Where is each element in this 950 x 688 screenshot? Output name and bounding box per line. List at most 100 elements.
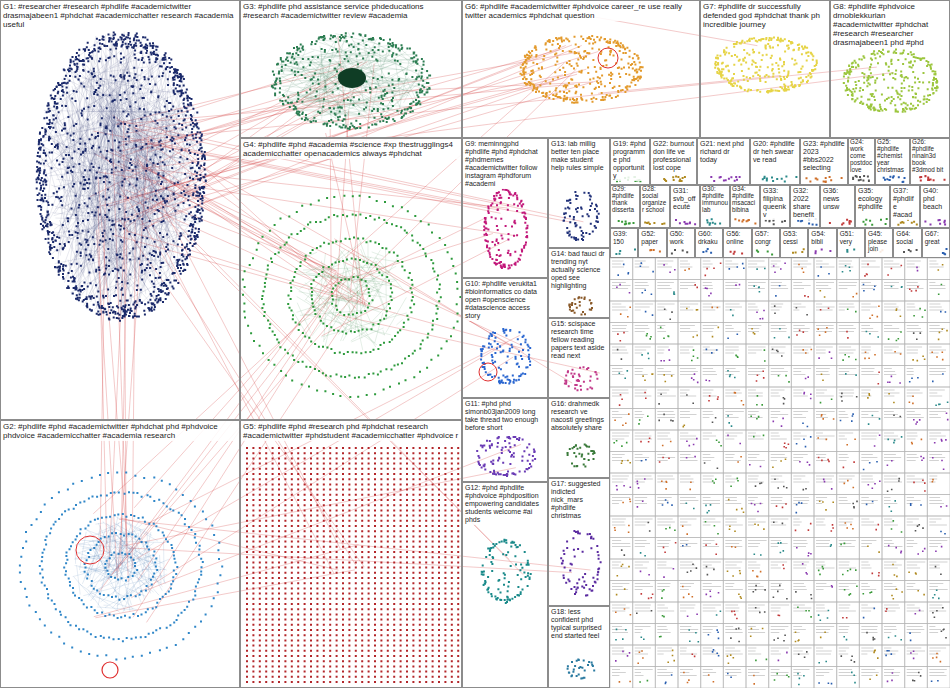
small-cluster xyxy=(649,249,661,253)
group-label: G35: ecology #phdlife xyxy=(856,186,889,212)
group-panel: G30: #phdlife immunou lab xyxy=(700,185,730,228)
vertex-cluster xyxy=(36,32,207,322)
group-label: G39: 150 xyxy=(611,229,637,246)
vertex-cluster xyxy=(483,189,528,270)
group-label: G5: #phdlife #phd #research phd #phdchat… xyxy=(241,421,461,441)
group-label: G3: #phdlife phd assistance service phde… xyxy=(241,1,461,21)
small-cluster xyxy=(846,249,855,253)
small-cluster xyxy=(618,220,635,225)
group-label: G37: #phdlife #acad xyxy=(891,186,919,220)
group-panel: G54: bibli xyxy=(808,228,836,258)
group-panel: G67: great xyxy=(922,228,950,258)
group-label: G28: social organizer school xyxy=(641,186,669,214)
group-panel: G35: ecology #phdlife xyxy=(855,185,890,228)
group-panel: G36: news unsw xyxy=(820,185,855,228)
group-label: G64: social xyxy=(894,229,920,246)
group-label: G23: #phdlife 2023 #bbs2022 selecting xyxy=(801,139,847,173)
group-panel: G16: drahmedk research ve nacosti greeti… xyxy=(548,398,610,478)
small-cluster xyxy=(852,175,870,182)
group-panel: G15: scispace research time fellow readi… xyxy=(548,318,610,398)
small-cluster xyxy=(806,176,843,183)
tiny-cluster xyxy=(617,305,947,681)
inter-group-links xyxy=(90,17,893,622)
tiny-cluster xyxy=(613,284,942,683)
group-panel: G50: work xyxy=(667,228,695,258)
group-label: G20: #phdlife dr heh swear ve read xyxy=(751,139,799,165)
vertex-cluster xyxy=(568,296,593,315)
group-panel: G31: svb_off ecuté xyxy=(670,185,700,228)
vertex-cluster xyxy=(476,436,536,477)
small-cluster xyxy=(815,249,832,255)
group-label: G25: #phdlife #chemist year christmas xyxy=(876,139,909,174)
group-panel: G23: #phdlife 2023 #bbs2022 selecting xyxy=(800,138,848,185)
group-panel: G18: less confident phd typical surprise… xyxy=(548,606,610,688)
group-label: G9: meminngphd #phdlife #phd #phdchat #p… xyxy=(463,139,547,189)
highlight-ring xyxy=(598,48,618,68)
small-cluster xyxy=(710,176,740,182)
group-panel: G17: suggested indicted nick_mars #phdli… xyxy=(548,478,610,606)
vertex-cluster xyxy=(714,37,818,94)
vertex-grid xyxy=(246,447,459,683)
group-label: G33: filipina queenkv xyxy=(761,186,789,220)
group-panel: G1: #researcher #research #phdlife #acad… xyxy=(0,0,240,420)
group-label: G57: congr xyxy=(753,229,779,246)
small-cluster xyxy=(706,218,721,226)
vertex-rings xyxy=(242,195,462,398)
group-panel: G9: meminngphd #phdlife #phd #phdchat #p… xyxy=(462,138,548,278)
group-label: G34: #phdlife msacaci bibina xyxy=(731,186,759,214)
small-cluster xyxy=(730,251,744,255)
group-panel: G8: #phdlife #phdvoice drnoblekkurian #a… xyxy=(830,0,950,138)
cluster-edges xyxy=(73,516,169,613)
small-cluster xyxy=(702,248,712,254)
group-panel: G32: 2022 share benefit xyxy=(790,185,820,228)
group-panel: G37: #phdlife #acad xyxy=(890,185,920,228)
group-panel: G39: 150 xyxy=(610,228,638,258)
group-panel: G24: work come postdoc love xyxy=(848,138,875,185)
small-group-grid xyxy=(610,258,950,688)
group-panel: G52: paper xyxy=(638,228,666,258)
small-cluster xyxy=(756,250,773,256)
group-panel: G53: cessi xyxy=(780,228,808,258)
small-cluster xyxy=(942,248,948,255)
group-label: G29: #phdlife thank disserta xyxy=(611,186,639,214)
group-panel: G40: phd beach xyxy=(920,185,950,228)
group-label: G11: #phd phd simonb03jan2009 long take … xyxy=(463,399,547,433)
tiny-cluster xyxy=(615,262,949,682)
group-label: G17: suggested indicted nick_mars #phdli… xyxy=(549,479,609,521)
group-label: G2: #phdlife #phd #academictwitter #phdc… xyxy=(1,421,239,441)
group-panel: G26: #phdlife ninain3d book #3dmod bit xyxy=(910,138,950,185)
small-cluster xyxy=(675,219,696,225)
small-cluster xyxy=(792,248,805,254)
small-cluster xyxy=(829,219,852,226)
small-cluster xyxy=(919,175,945,182)
group-label: G50: work xyxy=(668,229,694,246)
group-label: G12: #phd #phdlife #phdvoice #phdpositio… xyxy=(463,483,547,525)
group-label: G56: online xyxy=(724,229,750,246)
small-cluster xyxy=(615,249,636,255)
group-label: G60: drkaku xyxy=(696,229,722,246)
group-label: G10: #phdlife verukita1 #bioinformatics … xyxy=(463,279,547,321)
group-label: G13: lab millig better ten place make st… xyxy=(549,139,609,173)
group-panel: G60: drkaku xyxy=(695,228,723,258)
group-label: G19: #phd programme phd opportunity xyxy=(611,139,649,181)
group-label: G15: scispace research time fellow readi… xyxy=(549,319,609,361)
small-cluster xyxy=(924,219,946,226)
group-panel: G22: burnout don life ve professional lo… xyxy=(650,138,697,185)
group-panel: G11: #phd phd simonb03jan2009 long take … xyxy=(462,398,548,482)
group-label: G24: work come postdoc love xyxy=(849,139,874,174)
group-panel: G57: congr xyxy=(752,228,780,258)
group-panel: G34: #phdlife msacaci bibina xyxy=(730,185,760,228)
tiny-cluster xyxy=(617,262,946,684)
group-panel: G45: please join xyxy=(865,228,893,258)
group-panel: G12: #phd #phdlife #phdvoice #phdpositio… xyxy=(462,482,548,688)
group-panel: G13: lab millig better ten place make st… xyxy=(548,138,610,248)
group-label: G40: phd beach xyxy=(921,186,949,212)
vertex-cluster xyxy=(481,539,532,604)
vertex-cluster xyxy=(271,32,431,130)
highlight-ring xyxy=(76,536,104,564)
group-label: G4: #phdlife #phd #academia #science #xp… xyxy=(241,139,461,159)
group-panel: G6: #phdlife #academictwitter #phdvoice … xyxy=(462,0,700,138)
vertex-cluster xyxy=(560,530,601,597)
